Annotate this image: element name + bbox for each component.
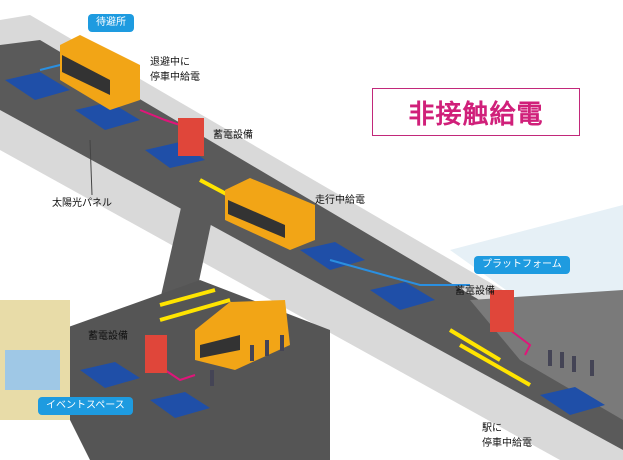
label-storage-event: 蓄電設備 (88, 331, 128, 342)
label-station-charging: 駅に 停車中給電 (482, 421, 532, 451)
storage-units (145, 118, 514, 373)
label-line: 停車中給電 (482, 438, 532, 449)
solar-panel (75, 102, 140, 130)
bus (60, 35, 140, 110)
solar-panels (5, 72, 605, 418)
label-line: 停車中給電 (150, 72, 200, 83)
solar-panel (5, 72, 70, 100)
solar-panel (80, 362, 140, 388)
solar-panel (150, 392, 210, 418)
solar-panel (370, 282, 435, 310)
label-shelter-charging: 退避中に 停車中給電 (150, 55, 200, 85)
label-solar-panel: 太陽光パネル (52, 198, 112, 209)
title-box: 非接触給電 (372, 88, 580, 136)
bus-window (228, 200, 285, 238)
label-platform: プラットフォーム (474, 256, 570, 274)
building-window (5, 350, 60, 390)
bus-window (62, 55, 110, 95)
storage-unit (178, 118, 204, 156)
label-shelter: 待避所 (88, 14, 134, 32)
charging-lanes (159, 178, 531, 387)
storage-unit (490, 290, 514, 332)
label-driving-charging: 走行中給電 (315, 195, 365, 206)
label-line: 退避中に (150, 57, 190, 68)
label-line: 駅に (482, 423, 502, 434)
solar-panel (300, 242, 365, 270)
solar-pointer (89, 139, 93, 196)
label-storage-top: 蓄電設備 (213, 130, 253, 141)
label-storage-platform: 蓄電設備 (455, 286, 495, 297)
storage-unit (145, 335, 167, 373)
people (210, 335, 594, 386)
platform-canopy (450, 205, 623, 300)
bus (225, 178, 315, 250)
bus-window (200, 335, 240, 358)
branch-road (160, 190, 215, 300)
solar-panel (540, 387, 605, 415)
label-event-space: イベントスペース (38, 397, 133, 415)
solar-panel (145, 142, 205, 168)
